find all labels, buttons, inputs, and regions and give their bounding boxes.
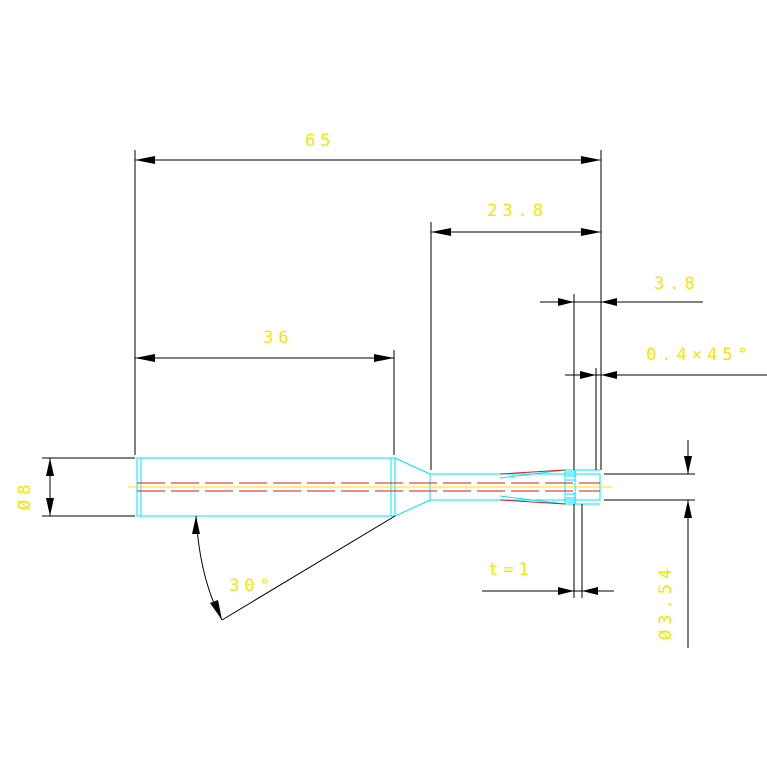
- dim-shank-diameter: Ø8: [15, 458, 54, 516]
- centerline-group: [128, 469, 612, 505]
- label-thickness: t=1: [488, 560, 534, 580]
- taper-section: [394, 457, 431, 517]
- label-total-length: 65: [305, 131, 335, 151]
- dim-total-length: 65: [135, 131, 601, 164]
- dim-thickness: t=1: [482, 560, 614, 595]
- label-shank-length: 36: [263, 328, 293, 348]
- label-shank-diameter: Ø8: [15, 480, 35, 510]
- dim-chamfer: 0.4×45°: [565, 345, 767, 379]
- dim-angle: 30°: [192, 515, 396, 621]
- label-tip-diameter: Ø3.54: [656, 564, 676, 640]
- dim-tip-diameter: Ø3.54: [656, 440, 692, 648]
- dim-tip-length: 3.8: [540, 274, 703, 306]
- label-angle: 30°: [229, 576, 275, 596]
- label-tip-length: 3.8: [654, 274, 700, 294]
- dim-neck-length: 23.8: [431, 201, 601, 236]
- extension-lines: [42, 150, 695, 598]
- dim-shank-length: 36: [135, 328, 394, 362]
- label-chamfer: 0.4×45°: [646, 345, 753, 365]
- label-neck-length: 23.8: [487, 201, 548, 221]
